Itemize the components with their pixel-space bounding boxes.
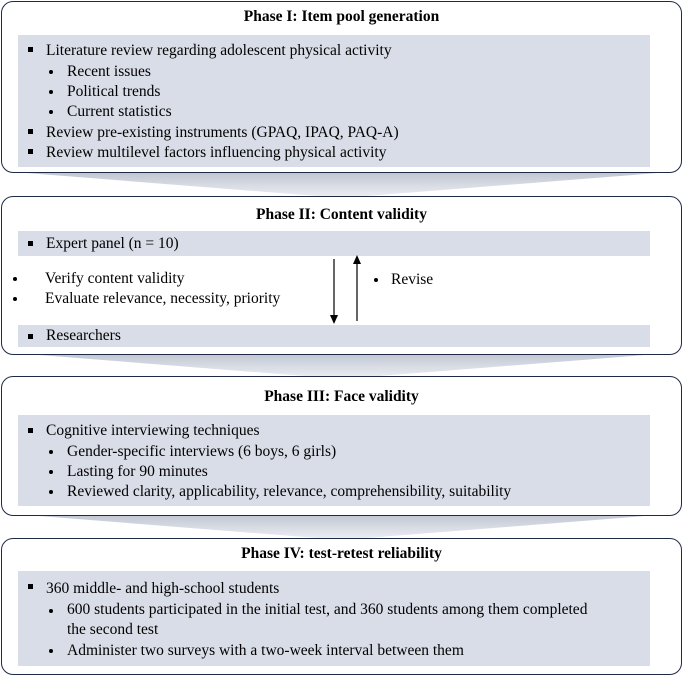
dot-bullet-icon bbox=[49, 609, 53, 613]
phase3-item-2: Gender-specific interviews (6 boys, 6 gi… bbox=[67, 443, 337, 460]
phase2-researchers-label: Researchers bbox=[46, 327, 121, 344]
phase1-panel: Literature review regarding adolescent p… bbox=[18, 35, 650, 167]
phase3-item-3: Lasting for 90 minutes bbox=[67, 463, 208, 480]
phase1-item-4: Current statistics bbox=[67, 103, 172, 120]
phase2-box: Phase II: Content validity Expert panel … bbox=[1, 196, 682, 355]
phase2-title: Phase II: Content validity bbox=[256, 206, 427, 223]
dot-bullet-icon bbox=[49, 649, 53, 653]
connector-phase3-4 bbox=[14, 514, 670, 540]
phase2-left-item-1: Verify content validity bbox=[45, 270, 185, 287]
dot-bullet-icon bbox=[49, 490, 53, 494]
phase1-title: Phase I: Item pool generation bbox=[243, 8, 440, 25]
down-arrow-icon bbox=[330, 259, 338, 324]
dot-bullet-icon bbox=[374, 278, 378, 282]
up-arrow-icon bbox=[353, 255, 361, 321]
phase3-item-1: Cognitive interviewing techniques bbox=[46, 422, 260, 439]
phase4-panel: 360 middle- and high-school students 600… bbox=[18, 571, 650, 666]
dot-bullet-icon bbox=[49, 90, 53, 94]
phase2-revise-label: Revise bbox=[391, 271, 434, 288]
phase1-item-2: Recent issues bbox=[67, 63, 151, 80]
dot-bullet-icon bbox=[49, 470, 53, 474]
dot-bullet-icon bbox=[49, 110, 53, 114]
square-bullet-icon bbox=[28, 47, 33, 52]
phase2-left-item-2: Evaluate relevance, necessity, priority bbox=[45, 290, 281, 307]
phase3-box: Phase III: Face validity Cognitive inter… bbox=[1, 376, 682, 516]
dot-bullet-icon bbox=[13, 277, 17, 281]
phase1-box: Phase I: Item pool generation Literature… bbox=[1, 1, 682, 173]
phase1-item-6: Review multilevel factors influencing ph… bbox=[46, 144, 387, 161]
dot-bullet-icon bbox=[13, 297, 17, 301]
phase4-title: Phase IV: test-retest reliability bbox=[241, 545, 442, 562]
phase2-expert-panel: Expert panel (n = 10) bbox=[18, 231, 650, 256]
phase3-title: Phase III: Face validity bbox=[264, 388, 419, 405]
phase1-item-3: Political trends bbox=[67, 83, 161, 100]
phase4-item-2-continued: the second test bbox=[67, 621, 159, 638]
phase4-box: Phase IV: test-retest reliability 360 mi… bbox=[1, 538, 682, 675]
phase2-researchers-panel: Researchers bbox=[18, 325, 650, 347]
square-bullet-icon bbox=[28, 149, 33, 154]
connector-phase1-2 bbox=[14, 172, 670, 198]
phase2-expert-label: Expert panel (n = 10) bbox=[46, 235, 179, 252]
square-bullet-icon bbox=[28, 129, 33, 134]
square-bullet-icon bbox=[28, 428, 33, 433]
square-bullet-icon bbox=[28, 584, 33, 589]
dot-bullet-icon bbox=[49, 70, 53, 74]
phase3-item-4: Reviewed clarity, applicability, relevan… bbox=[67, 483, 512, 500]
phase4-item-1: 360 middle- and high-school students bbox=[46, 580, 280, 597]
phase4-item-2: 600 students participated in the initial… bbox=[67, 601, 588, 618]
square-bullet-icon bbox=[28, 241, 33, 246]
phase1-item-1: Literature review regarding adolescent p… bbox=[46, 42, 392, 59]
phase3-panel: Cognitive interviewing techniques Gender… bbox=[18, 415, 650, 506]
connector-phase2-3 bbox=[14, 353, 670, 379]
square-bullet-icon bbox=[28, 334, 33, 339]
phase4-item-3: Administer two surveys with a two-week i… bbox=[67, 642, 464, 659]
phase1-item-5: Review pre-existing instruments (GPAQ, I… bbox=[46, 124, 399, 141]
dot-bullet-icon bbox=[49, 450, 53, 454]
